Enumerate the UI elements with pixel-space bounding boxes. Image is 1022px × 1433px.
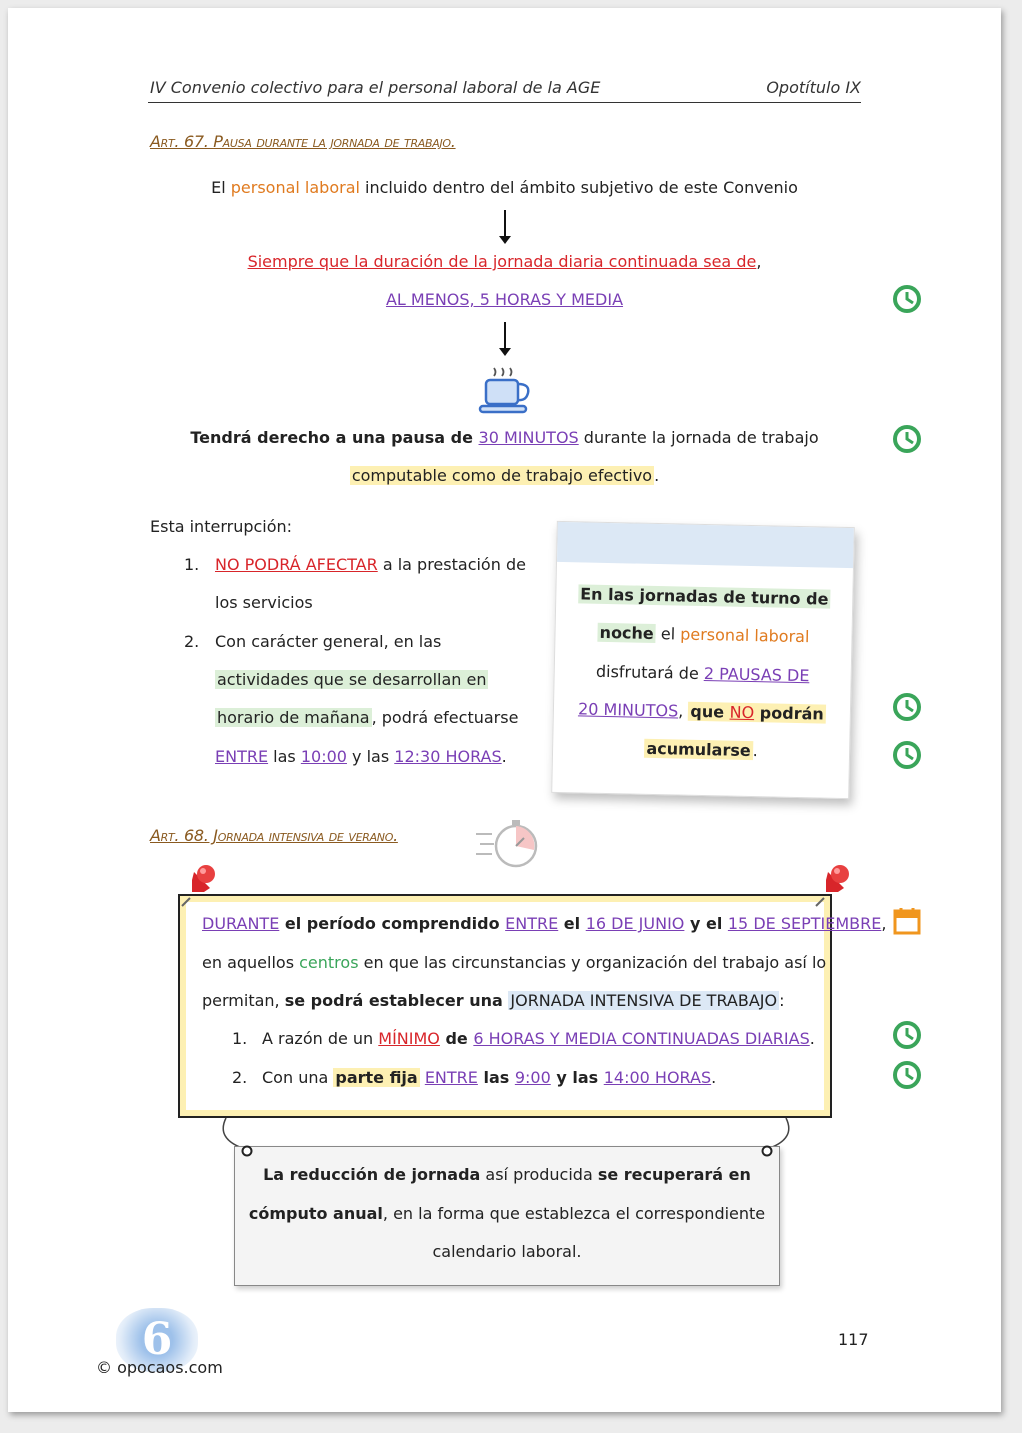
document-page: IV Convenio colectivo para el personal l…	[8, 8, 1001, 1412]
list-item-2-cont: ENTRE las 10:00 y las 12:30 HORAS.	[215, 747, 507, 766]
header-chapter: Opotítulo IX	[766, 78, 861, 97]
copyright: © opocaos.com	[96, 1358, 223, 1377]
art67-line2: Siempre que la duración de la jornada di…	[247, 252, 762, 271]
sticky-note-band	[557, 521, 854, 569]
art68-heading: Art. 68. Jornada intensiva de verano.	[144, 820, 398, 852]
sticky-note: En las jornadas de turno de noche el per…	[551, 520, 855, 800]
hang-line2: cómputo anual, en la forma que establezc…	[248, 1204, 766, 1223]
list-number: 1.	[184, 555, 200, 574]
note-line2: noche el personal laboral	[597, 622, 810, 647]
summer-schedule-box: DURANTE el período comprendido ENTRE el …	[178, 894, 886, 1118]
opocaos-logo: 6	[116, 1308, 198, 1372]
list-item-2-cont: actividades que se desarrollan en	[215, 670, 489, 689]
rivet-icon	[241, 1145, 253, 1157]
list-item-1-cont: los servicios	[215, 593, 313, 612]
hang-line1: La reducción de jornada así producida se…	[263, 1165, 751, 1184]
box-list-item-2: Con una parte fija ENTRE las 9:00 y las …	[262, 1068, 717, 1087]
hang-line3: calendario laboral.	[432, 1242, 582, 1261]
box-line2: en aquellos centros en que las circunsta…	[202, 953, 827, 972]
down-arrow	[499, 210, 511, 244]
box-list-item-1: A razón de un MÍNIMO de 6 HORAS Y MEDIA …	[262, 1029, 815, 1048]
clock-icon	[893, 285, 921, 313]
list-item-2: Con carácter general, en las	[215, 632, 442, 651]
calendar-icon	[893, 908, 921, 935]
art67-heading: Art. 67. Pausa durante la jornada de tra…	[144, 126, 456, 158]
list-number: 1.	[232, 1029, 248, 1048]
art67-line4: Tendrá derecho a una pausa de 30 MINUTOS…	[190, 428, 819, 447]
list-item-1: NO PODRÁ AFECTAR a la prestación de	[215, 555, 526, 574]
note-line3: disfrutará de 2 PAUSAS DE	[595, 661, 810, 686]
down-arrow	[499, 322, 511, 356]
coffee-cup-icon	[478, 367, 530, 414]
list-number: 2.	[184, 632, 200, 651]
clock-icon	[893, 425, 921, 453]
page-number: 117	[838, 1330, 869, 1349]
art67-line1: El personal laboral incluido dentro del …	[211, 178, 798, 197]
hanging-note: La reducción de jornada así producida se…	[234, 1145, 780, 1286]
art67-intro: Esta interrupción:	[150, 517, 293, 536]
note-line4: 20 MINUTOS, que NO podrán	[577, 699, 826, 724]
note-line1: En las jornadas de turno de	[578, 584, 831, 609]
timer-icon	[476, 820, 538, 868]
list-number: 2.	[232, 1068, 248, 1087]
clock-icon	[893, 1021, 921, 1049]
box-line3: permitan, se podrá establecer una JORNAD…	[202, 991, 785, 1010]
art67-line5: computable como de trabajo efectivo.	[349, 466, 660, 485]
clock-icon	[893, 1061, 921, 1089]
pushpin-icon	[181, 865, 215, 907]
box-line1: DURANTE el período comprendido ENTRE el …	[202, 914, 887, 933]
clock-icon	[893, 741, 921, 769]
pushpin-icon	[815, 865, 849, 907]
rivet-icon	[761, 1145, 773, 1157]
clock-icon	[893, 693, 921, 721]
note-line5: acumularse.	[644, 738, 758, 761]
header-title: IV Convenio colectivo para el personal l…	[150, 78, 601, 97]
list-item-2-cont: horario de mañana, podrá efectuarse	[215, 708, 519, 727]
art67-line3: AL MENOS, 5 HORAS Y MEDIA	[385, 290, 624, 309]
header-rule	[148, 102, 861, 103]
